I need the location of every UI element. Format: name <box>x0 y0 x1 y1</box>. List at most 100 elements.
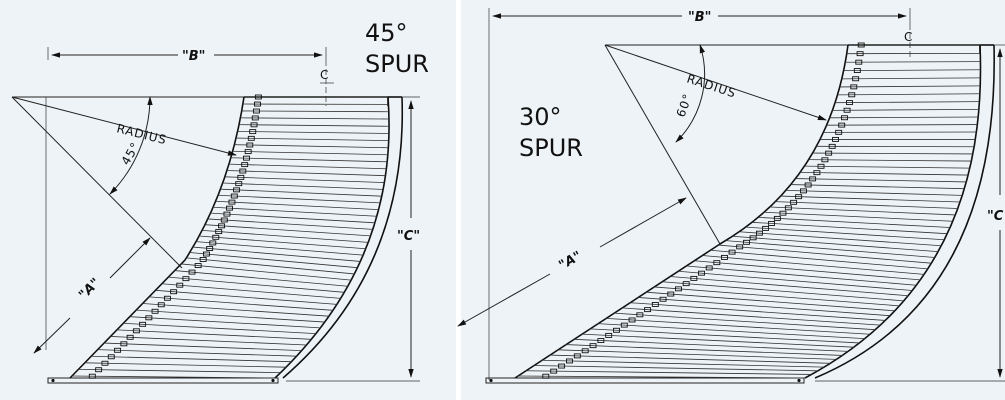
chain-link <box>613 327 620 333</box>
chain-link <box>243 155 250 161</box>
roller <box>549 354 831 364</box>
chain-link <box>768 221 776 226</box>
right-b-dimension-label: "B" <box>688 10 711 25</box>
chain-link <box>223 211 231 217</box>
roller <box>758 216 951 228</box>
right-rollers <box>516 44 981 379</box>
chain-link <box>728 249 736 255</box>
right-centerline: C <box>904 24 918 58</box>
roller <box>613 312 876 331</box>
chain-link <box>832 136 839 142</box>
roller <box>589 328 860 344</box>
chain-link <box>542 373 550 379</box>
chain-link <box>254 94 262 100</box>
chain-link <box>825 150 833 156</box>
roller <box>795 178 967 183</box>
chain-link <box>107 354 115 360</box>
chain-link <box>95 367 103 373</box>
chain-link <box>589 343 597 349</box>
roller <box>800 171 969 176</box>
right-30-spur-diagram: 30° SPUR "B" C RADIUS <box>457 8 1005 384</box>
roller <box>202 230 369 243</box>
right-drive-chain <box>542 42 865 379</box>
left-b-dimension-label: "B" <box>182 49 205 64</box>
chain-link <box>254 101 261 107</box>
chain-link <box>573 353 581 359</box>
right-a-dimension: "A" <box>457 197 687 327</box>
chain-link <box>581 348 589 354</box>
chain-link <box>212 234 220 240</box>
roller <box>645 291 895 312</box>
roller <box>808 159 972 162</box>
right-a-dimension-label: "A" <box>557 249 585 274</box>
chain-link <box>736 244 744 250</box>
left-b-dimension: "B" <box>47 47 327 64</box>
roller <box>207 218 373 230</box>
chain-link <box>206 246 214 251</box>
right-angle-label: 60° <box>674 91 695 119</box>
roller <box>565 344 843 356</box>
roller <box>228 163 387 170</box>
chain-link <box>821 157 829 163</box>
roller <box>237 131 389 134</box>
left-panel-background <box>0 0 456 400</box>
chain-link <box>199 257 207 262</box>
roller <box>745 226 945 241</box>
roller <box>835 101 980 104</box>
left-c-dimension: "C" <box>286 96 420 382</box>
chain-link <box>203 251 210 257</box>
roller <box>843 69 981 72</box>
chain-link <box>855 59 863 65</box>
roller <box>236 137 389 142</box>
roller <box>826 124 978 126</box>
chain-link <box>846 100 853 106</box>
chain-link <box>690 275 698 281</box>
chain-link <box>773 215 781 221</box>
chain-link <box>226 205 233 211</box>
chain-link <box>101 360 109 366</box>
left-c-dimension-label: "C" <box>397 229 420 244</box>
roller <box>181 263 352 281</box>
chain-link <box>597 338 605 343</box>
chain-link <box>755 230 763 236</box>
chain-link <box>698 270 705 276</box>
roller <box>732 235 939 253</box>
chain-link <box>857 42 865 48</box>
roller <box>220 188 382 197</box>
roller <box>123 322 316 335</box>
chain-link <box>749 235 757 241</box>
chain-link <box>114 347 122 353</box>
chain-link <box>252 108 260 114</box>
roller <box>597 323 865 340</box>
roller <box>168 276 345 293</box>
roller <box>764 211 953 222</box>
chain-link <box>151 308 159 314</box>
chain-link <box>251 115 259 121</box>
roller <box>661 281 904 302</box>
roller <box>218 194 381 204</box>
chain-link <box>88 373 96 379</box>
chain-link <box>659 296 667 302</box>
roller <box>174 270 348 287</box>
roller <box>525 370 812 375</box>
chain-link <box>235 181 243 187</box>
roller <box>837 93 980 96</box>
chain-link <box>163 295 171 301</box>
roller <box>222 182 384 190</box>
left-angle-title: 45° <box>365 19 408 47</box>
chain-link <box>157 302 165 308</box>
right-c-dimension-label: "C <box>987 209 1004 224</box>
chain-link <box>743 239 751 245</box>
roller <box>637 297 891 317</box>
chain-link <box>628 317 636 323</box>
left-conveyor-body <box>47 94 404 384</box>
roller <box>240 117 390 120</box>
chain-link <box>182 276 190 282</box>
chain-link <box>705 265 713 271</box>
roller <box>780 195 961 203</box>
chain-link <box>675 286 682 292</box>
roller <box>541 359 825 368</box>
chain-link <box>800 188 807 194</box>
